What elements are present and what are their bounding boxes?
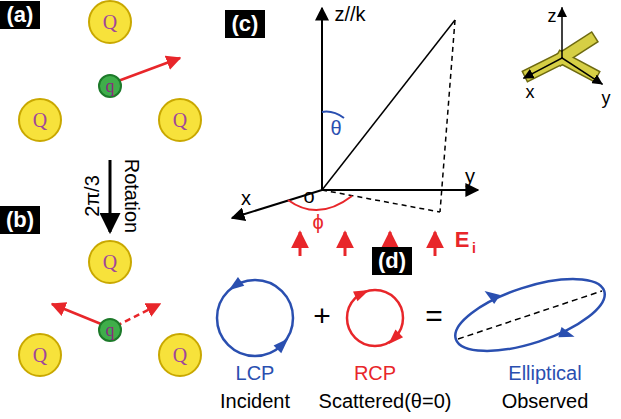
figure-label: + xyxy=(313,301,331,331)
figure-label: RCP xyxy=(354,363,396,383)
charge-symbol: q xyxy=(106,321,115,339)
phi-arc xyxy=(288,196,352,210)
rotation-arrowhead xyxy=(229,277,245,290)
rcp-circle xyxy=(347,290,403,346)
rotation-arrowhead xyxy=(274,339,289,354)
panel-letter: (d) xyxy=(378,250,406,272)
moment-arrow xyxy=(52,304,106,326)
y-axis xyxy=(322,189,478,191)
probe-charge: q xyxy=(98,74,122,98)
figure-label: E xyxy=(455,229,470,251)
charge-symbol: Q xyxy=(33,345,47,365)
rotation-arrowhead xyxy=(388,330,403,345)
panel-label: (c) xyxy=(225,10,265,38)
field-arrows xyxy=(300,232,435,256)
figure-label: LCP xyxy=(236,363,275,383)
charge-symbol: q xyxy=(106,77,115,95)
projection-line xyxy=(440,20,455,212)
rotation-arrowhead xyxy=(353,290,369,301)
moment-arrow-dashed xyxy=(116,304,160,326)
figure-label: i xyxy=(472,241,476,255)
charge-symbol: Q xyxy=(173,345,187,365)
charge-circle: Q xyxy=(18,333,62,377)
panel-label: (d) xyxy=(372,247,412,275)
panel-letter: (b) xyxy=(6,209,34,231)
figure-label: Rotation xyxy=(122,159,142,234)
charge-symbol: Q xyxy=(103,12,117,32)
rotation-arrowhead xyxy=(485,291,501,304)
panel-letter: (a) xyxy=(7,4,34,26)
figure-label: Elliptical xyxy=(508,363,581,383)
figure-label: ϕ xyxy=(312,212,323,232)
figure-label: = xyxy=(425,301,443,331)
figure-label: θ xyxy=(330,118,341,138)
panel-label: (a) xyxy=(0,1,40,29)
direction-line xyxy=(322,20,455,190)
projection-line xyxy=(322,190,440,212)
panel-letter: (c) xyxy=(232,13,259,35)
charge-circle: Q xyxy=(88,240,132,284)
figure-label: Observed xyxy=(502,391,589,411)
lcp-circle xyxy=(217,280,293,356)
figure-label: 2π/3 xyxy=(82,175,102,217)
star-structure xyxy=(524,8,602,84)
figure-label: y xyxy=(465,166,475,186)
figure-label: x xyxy=(241,188,251,208)
major-axis xyxy=(458,291,602,339)
figure-label: Scattered(θ=0) xyxy=(319,391,452,411)
figure-label: Incident xyxy=(220,391,290,411)
rotation-arrow xyxy=(109,160,112,232)
charge-circle: Q xyxy=(18,98,62,142)
figure-label: x xyxy=(526,83,535,101)
charge-circle: Q xyxy=(158,333,202,377)
charge-symbol: Q xyxy=(103,252,117,272)
panel-label: (b) xyxy=(0,206,40,234)
charge-symbol: Q xyxy=(33,110,47,130)
charge-circle: Q xyxy=(88,0,132,44)
elliptical-curve xyxy=(447,264,613,365)
charge-circle: Q xyxy=(158,98,202,142)
figure-label: z xyxy=(548,7,557,25)
figure-label: o xyxy=(303,186,314,206)
figure-label: y xyxy=(602,89,611,107)
charge-symbol: Q xyxy=(173,110,187,130)
probe-charge: q xyxy=(98,318,122,342)
rotation-arrowhead xyxy=(558,327,574,337)
z-axis xyxy=(321,8,323,190)
figure-label: z//k xyxy=(334,4,365,24)
